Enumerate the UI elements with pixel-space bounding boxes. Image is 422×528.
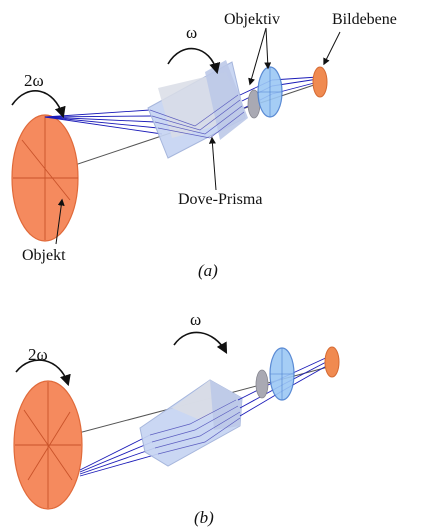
rotation-arrow-omega: [167, 47, 221, 75]
rotation-arrow-2omega: [15, 359, 71, 387]
caption-b: (b): [194, 508, 214, 527]
ray-bundle-in: [79, 434, 159, 477]
dove-prism: [139, 379, 243, 467]
rotation-arrow-omega: [173, 331, 228, 354]
label-2omega-b: 2ω: [28, 345, 48, 364]
object-disc: [13, 380, 83, 510]
label-objektiv: Objektiv: [224, 11, 280, 28]
label-bildebene: Bildebene: [332, 11, 397, 28]
image-plane: [324, 346, 340, 378]
label-objekt: Objekt: [22, 247, 66, 264]
label-2omega-a: 2ω: [24, 71, 44, 90]
dove-prism: [147, 60, 248, 159]
object-disc: [11, 114, 79, 242]
rotation-arrow-2omega: [11, 90, 66, 119]
label-dove-prisma: Dove-Prisma: [178, 191, 262, 208]
caption-a: (a): [198, 261, 218, 280]
label-omega-b: ω: [190, 310, 201, 329]
panel-a: Objektiv Bildebene ω 2ω Dove-Prisma Obje…: [11, 11, 397, 280]
panel-b: ω 2ω (b): [13, 310, 340, 527]
label-omega-a: ω: [186, 23, 197, 42]
leader-lines: [55, 27, 341, 245]
aperture-stop: [255, 369, 269, 399]
image-plane: [312, 66, 328, 98]
